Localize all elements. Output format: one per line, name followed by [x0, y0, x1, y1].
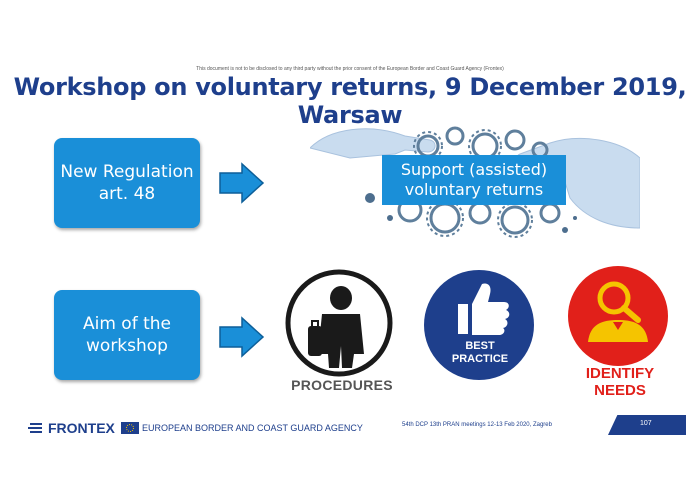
disclaimer-text: This document is not to be disclosed to … — [196, 66, 504, 72]
aim-of-workshop-box: Aim of the workshop — [54, 290, 200, 380]
new-regulation-box: New Regulation art. 48 — [54, 138, 200, 228]
agency-name: EUROPEAN BORDER AND COAST GUARD AGENCY — [142, 423, 363, 433]
new-regulation-line2: art. 48 — [98, 184, 156, 204]
new-regulation-line1: New Regulation — [60, 162, 194, 182]
magnifier-person-icon — [568, 266, 668, 366]
best-line1: BEST — [465, 340, 495, 352]
support-line2: voluntary returns — [404, 180, 544, 199]
page-number: 107 — [640, 420, 652, 427]
thumbs-up-icon — [424, 270, 534, 380]
page-number-bar — [608, 415, 686, 435]
best-line2: PRACTICE — [451, 353, 509, 365]
procedures-label: PROCEDURES — [291, 377, 393, 393]
support-voluntary-returns-box: Support (assisted) voluntary returns — [382, 155, 566, 205]
identify-needs-label: IDENTIFY NEEDS — [556, 365, 684, 399]
aim-line1: Aim of the — [82, 314, 171, 334]
frontex-logo-icon — [28, 423, 42, 433]
identify-line2: NEEDS — [594, 382, 646, 399]
right-arrow-icon — [219, 162, 265, 204]
best-practice-label: BEST PRACTICE — [428, 340, 532, 366]
page-title: Workshop on voluntary returns, 9 Decembe… — [13, 73, 687, 129]
frontex-brand: FRONTEX — [48, 420, 115, 436]
right-arrow-icon — [219, 316, 265, 358]
frontex-logo: FRONTEX — [28, 420, 139, 436]
gears-hands-image — [310, 126, 640, 238]
aim-line2: workshop — [86, 336, 168, 356]
support-line1: Support (assisted) — [400, 160, 548, 179]
eu-flag-icon — [120, 422, 139, 434]
traveler-icon — [285, 269, 393, 377]
meeting-info: 54th DCP 13th PRAN meetings 12-13 Feb 20… — [402, 422, 552, 428]
identify-line1: IDENTIFY — [585, 365, 655, 382]
